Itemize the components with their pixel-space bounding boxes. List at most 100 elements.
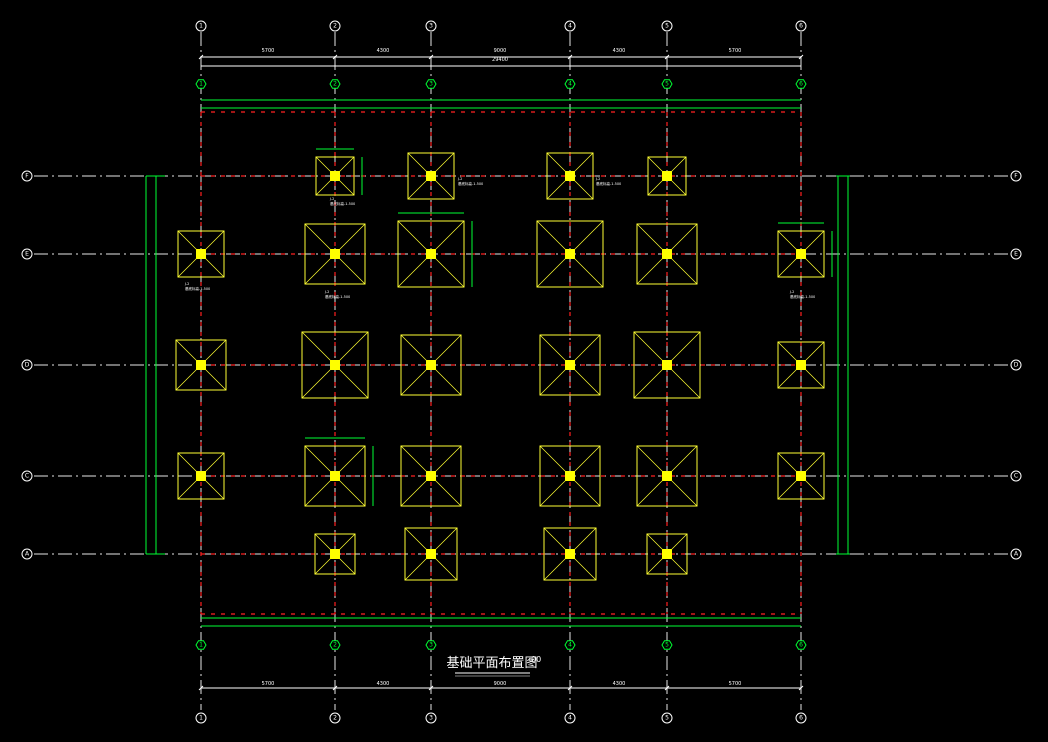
dim-tick bbox=[664, 54, 670, 60]
axis-bubble bbox=[661, 712, 673, 724]
column-marker bbox=[662, 171, 672, 181]
axis-bubble bbox=[21, 359, 33, 371]
column-marker bbox=[196, 471, 206, 481]
column-marker bbox=[565, 171, 575, 181]
dim-tick bbox=[664, 685, 670, 691]
drawing-title-block: 基础平面布置图 00 bbox=[446, 655, 541, 677]
axis-bubble bbox=[1010, 359, 1022, 371]
axis-bubble-green bbox=[195, 640, 207, 650]
footing-elev: 基底标高-1.500 bbox=[458, 181, 483, 186]
axis-bubble-label: 2 bbox=[333, 23, 337, 30]
dim-bottom-2: 4300 bbox=[377, 681, 390, 687]
axis-bubble bbox=[1010, 470, 1022, 482]
column-marker bbox=[196, 249, 206, 259]
axis-bubble-label: 5 bbox=[665, 715, 669, 722]
dim-top-1: 5700 bbox=[262, 48, 275, 54]
footing-pad bbox=[777, 452, 825, 500]
dim-top-5: 5700 bbox=[729, 48, 742, 54]
dim-tick bbox=[798, 685, 804, 691]
axis-bubble bbox=[329, 20, 341, 32]
axis-bubble-label: E bbox=[25, 251, 29, 258]
axis-bubble-green bbox=[195, 79, 207, 89]
axis-bubble-green-label: 4 bbox=[568, 81, 572, 88]
axis-bubble-label: F bbox=[1014, 173, 1018, 180]
axis-bubble-green bbox=[661, 640, 673, 650]
footing-pad bbox=[636, 445, 698, 507]
drawing-title-scale: 00 bbox=[531, 655, 541, 664]
axis-bubble bbox=[195, 20, 207, 32]
dim-bottom-5: 5700 bbox=[729, 681, 742, 687]
column-marker bbox=[565, 249, 575, 259]
dim-bottom-1: 5700 bbox=[262, 681, 275, 687]
axis-bubble-green-label: 5 bbox=[665, 642, 669, 649]
axis-bubble bbox=[21, 248, 33, 260]
footing-elev: 基底标高-1.500 bbox=[325, 294, 350, 299]
axis-bubble-label: A bbox=[25, 551, 30, 558]
dim-bottom-4: 4300 bbox=[613, 681, 626, 687]
axis-bubble bbox=[21, 470, 33, 482]
dim-tick bbox=[798, 54, 804, 60]
axis-bubble-green-label: 4 bbox=[568, 642, 572, 649]
axis-bubble-label: E bbox=[1014, 251, 1018, 258]
axis-bubble-label: C bbox=[25, 473, 29, 480]
footing-pad bbox=[177, 452, 225, 500]
axis-bubble bbox=[21, 548, 33, 560]
dim-top-total: 29400 bbox=[492, 57, 508, 63]
axis-bubble bbox=[425, 20, 437, 32]
column-marker bbox=[796, 471, 806, 481]
axis-bubble-green bbox=[795, 640, 807, 650]
axis-bubble-green-label: 6 bbox=[799, 642, 803, 649]
column-marker bbox=[426, 249, 436, 259]
column-marker bbox=[565, 360, 575, 370]
axis-bubble-label: 1 bbox=[199, 715, 203, 722]
footing-elev: 基底标高-1.500 bbox=[185, 286, 210, 291]
footing-elev: 基底标高-1.500 bbox=[596, 181, 621, 186]
dim-top-3: 9000 bbox=[494, 48, 507, 54]
column-marker bbox=[330, 171, 340, 181]
dim-top-2: 4300 bbox=[377, 48, 390, 54]
column-marker bbox=[565, 549, 575, 559]
footing-pad bbox=[177, 230, 225, 278]
footing-pad bbox=[304, 445, 366, 507]
axis-bubble-green bbox=[564, 79, 576, 89]
dim-tick bbox=[567, 685, 573, 691]
column-marker bbox=[662, 549, 672, 559]
footing-label: J-2 bbox=[324, 290, 329, 294]
footing-elev: 基底标高-1.500 bbox=[330, 201, 355, 206]
axis-bubble-green-label: 1 bbox=[199, 81, 203, 88]
axis-bubble-label: 3 bbox=[429, 715, 433, 722]
column-marker bbox=[426, 471, 436, 481]
footing-pad bbox=[543, 527, 597, 581]
axis-bubble bbox=[1010, 548, 1022, 560]
dim-tick bbox=[428, 54, 434, 60]
column-marker bbox=[330, 360, 340, 370]
axis-bubble bbox=[329, 712, 341, 724]
footing-pad bbox=[400, 445, 462, 507]
column-marker bbox=[662, 471, 672, 481]
axis-bubble-label: 2 bbox=[333, 715, 337, 722]
column-marker bbox=[330, 549, 340, 559]
axis-bubble-green bbox=[425, 79, 437, 89]
axis-bubble-label: F bbox=[25, 173, 29, 180]
axis-bubble-label: A bbox=[1014, 551, 1019, 558]
axis-bubble-green-label: 1 bbox=[199, 642, 203, 649]
footing-pad bbox=[646, 533, 688, 575]
axis-bubble-green bbox=[661, 79, 673, 89]
footing-pad bbox=[175, 339, 227, 391]
axis-bubble-green bbox=[564, 640, 576, 650]
dim-tick bbox=[428, 685, 434, 691]
footing-pad bbox=[304, 223, 366, 285]
axis-bubble bbox=[661, 20, 673, 32]
axis-bubble-label: 4 bbox=[568, 715, 572, 722]
dim-tick bbox=[332, 685, 338, 691]
axis-bubble-green-label: 3 bbox=[429, 642, 433, 649]
footing-pad bbox=[301, 331, 369, 399]
footings bbox=[175, 152, 825, 581]
footing-pad bbox=[647, 156, 687, 196]
footing-pad bbox=[539, 334, 601, 396]
axis-bubble-label: 6 bbox=[799, 23, 803, 30]
axis-bubble-label: 4 bbox=[568, 23, 572, 30]
column-marker bbox=[796, 360, 806, 370]
